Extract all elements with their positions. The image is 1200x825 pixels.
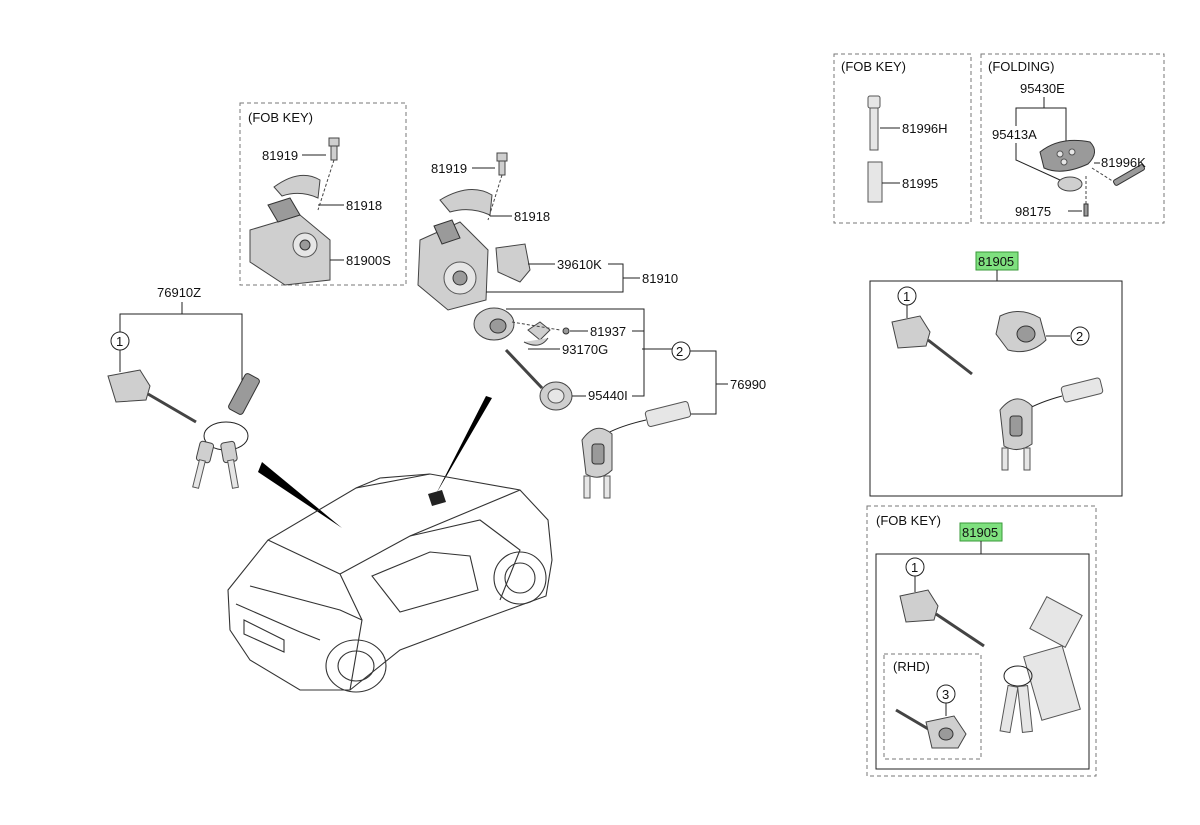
key-set-76910Z-icon [192,373,260,489]
pointer-center [436,396,492,494]
part-76990: 76990 [730,377,766,392]
part-81996K: 81996K [1101,155,1146,170]
ignition-cylinder-r1-icon [995,311,1047,353]
fob-key-label-right: (FOB KEY) [841,59,906,74]
rhd-box [883,653,982,760]
blade-81996K-icon [1113,164,1145,186]
part-81918-left: 81918 [346,198,382,213]
callout-2-r1-number: 2 [1076,329,1083,344]
fob-key-r2-icon [999,596,1083,734]
pin-98175-icon [1083,203,1089,217]
fob-key-label-left: (FOB KEY) [248,110,313,125]
callout-3-r2-number: 3 [942,687,949,702]
key-cylinder-left-icon [107,369,197,424]
part-81996H: 81996H [902,121,948,136]
part-81937: 81937 [590,324,626,339]
ignition-housing-81900S-icon [249,197,331,286]
set-81905-box [869,280,1123,497]
cylinder-r2-icon [899,589,985,648]
clamp-81918-left-icon [273,174,321,199]
fob-key-box-right [833,53,972,224]
part-95430E: 95430E [1020,81,1065,96]
trunk-cylinder-95440I-icon [504,348,573,411]
folding-remote-95430E-icon [1039,139,1095,172]
bolt-81919-center-icon [496,152,508,176]
callout-1-r1-number: 1 [903,289,910,304]
part-81905-lower[interactable]: 81905 [962,525,998,540]
callout-1-left-number: 1 [116,334,123,349]
battery-95413A-icon [1057,176,1083,192]
lock-location-marker [428,490,446,506]
rhd-cylinder-icon [895,708,967,749]
fob-key-box-lower [866,505,1097,777]
rhd-label: (RHD) [893,659,930,674]
part-39610K: 39610K [557,257,602,272]
callout-2-center-number: 2 [676,344,683,359]
bolt-81919-left-icon [328,137,340,161]
folding-key-box [980,53,1165,224]
part-81919-center: 81919 [431,161,467,176]
part-81900S: 81900S [346,253,391,268]
callout-2-r1 [1070,326,1090,346]
clamp-81918-center-icon [439,189,493,216]
door-lock-cylinder-icon [473,307,551,346]
fob-key-box-left [239,102,407,286]
emergency-key-81996H-icon [867,95,881,151]
pointer-left [258,462,342,528]
part-81905-top[interactable]: 81905 [978,254,1014,269]
key-blank-81995-icon [867,161,883,203]
screw-81937-icon [562,327,570,335]
folding-key-label: (FOLDING) [988,59,1054,74]
cylinder-r1-icon [891,315,973,376]
steering-lock-body-icon [417,219,489,311]
bracket-39610K-icon [495,243,531,283]
part-93170G: 93170G [562,342,608,357]
part-95440I: 95440I [588,388,628,403]
callout-1-r2-number: 1 [911,560,918,575]
part-81918-center: 81918 [514,209,550,224]
part-81910: 81910 [642,271,678,286]
remote-key-r1-icon [999,377,1104,471]
part-95413A: 95413A [992,127,1037,142]
part-81919-left: 81919 [262,148,298,163]
part-76910Z: 76910Z [157,285,201,300]
remote-key-76990-icon [581,401,692,499]
fob-key-label-lower: (FOB KEY) [876,513,941,528]
vehicle-illustration [227,473,553,693]
part-81995: 81995 [902,176,938,191]
set-81905-lower-box [875,553,1090,770]
part-98175: 98175 [1015,204,1051,219]
